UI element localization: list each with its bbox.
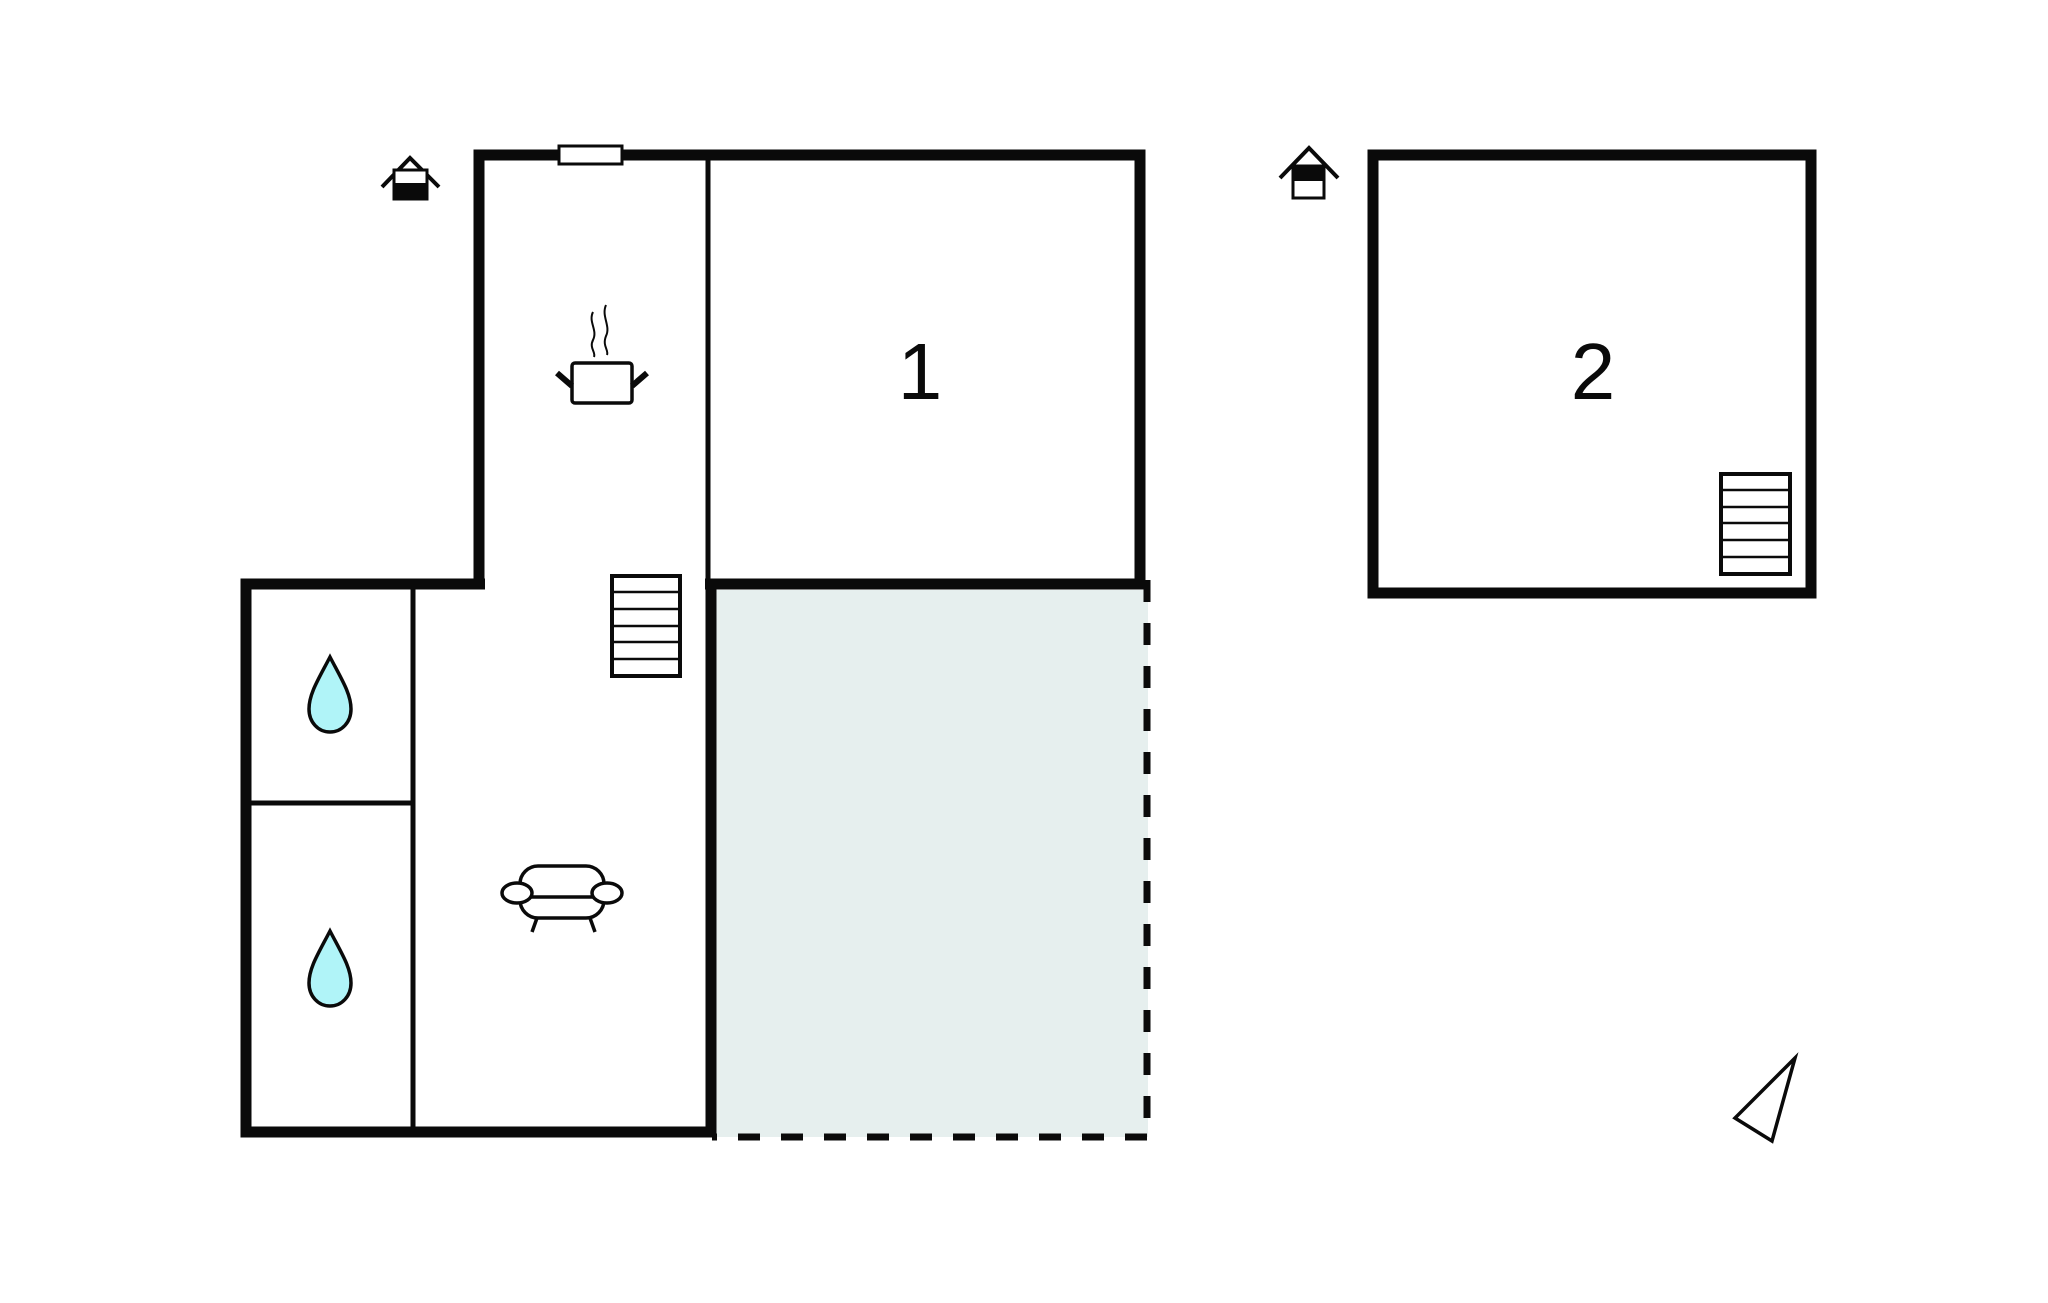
- cooking-pot-icon: [555, 304, 649, 405]
- room-label-2: 2: [1570, 327, 1616, 416]
- house-icon-first-floor: [1278, 145, 1340, 200]
- sofa-icon: [500, 864, 624, 933]
- terrace-dashed-edge: [712, 580, 1151, 1141]
- terrace-area: [712, 590, 1148, 1137]
- compass-arrow-icon: [1732, 1052, 1799, 1144]
- room-label-1: 1: [897, 327, 943, 416]
- interior-partitions: [251, 160, 711, 1128]
- stairs-icon: [1719, 472, 1792, 576]
- house-icon-ground-floor: [380, 155, 441, 201]
- water-drop-icon: [307, 927, 353, 1008]
- water-drop-icon: [307, 653, 353, 734]
- window-icon: [557, 144, 624, 166]
- stairs-icon: [610, 574, 682, 678]
- first-floor-walls: [1367, 149, 1817, 599]
